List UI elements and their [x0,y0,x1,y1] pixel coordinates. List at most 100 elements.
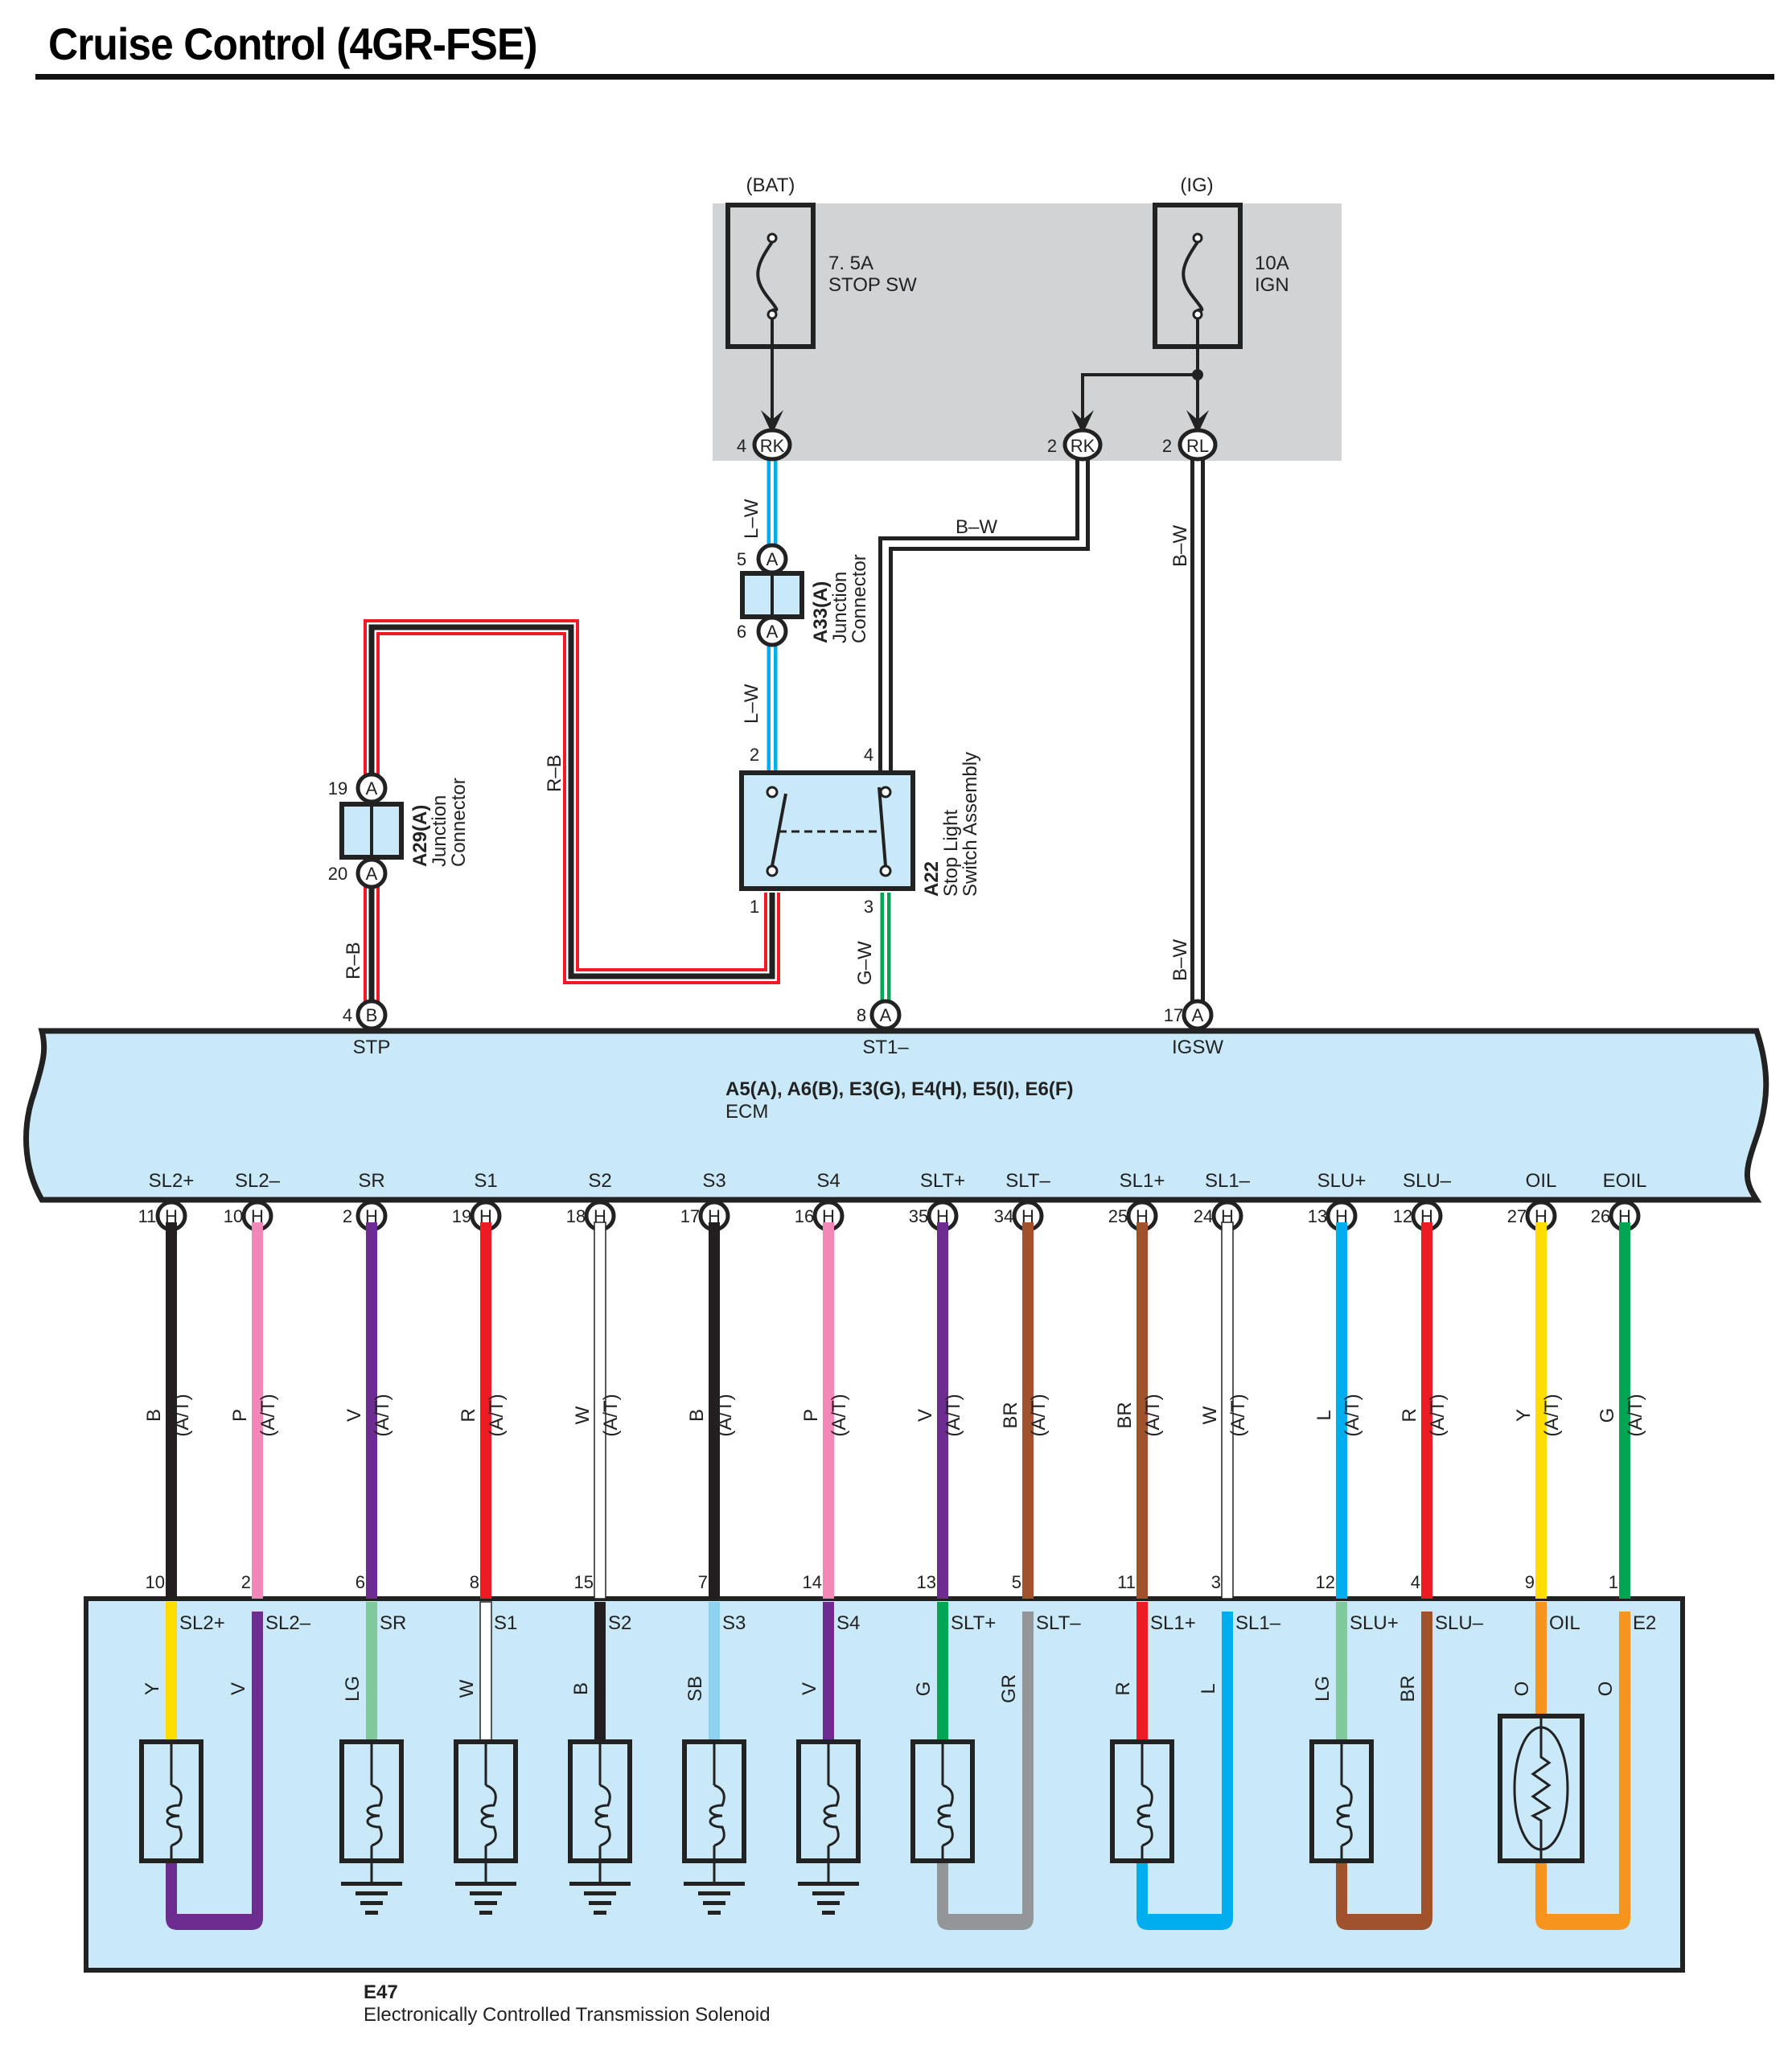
inner-wire-v [823,1602,834,1742]
svg-text:4: 4 [737,436,746,456]
terminal-name: SLU+ [1317,1170,1367,1192]
wire-color-label: BR [1000,1402,1021,1428]
solenoid-coil-icon [1110,1739,1174,1863]
connector-code: B [366,1005,378,1025]
pin-number: 17 [1164,1005,1183,1025]
inner-wire-w [479,1601,492,1743]
fuse-name: STOP SW [828,274,917,296]
connector-code: A [880,1005,892,1025]
solenoid-coil-icon [568,1739,632,1863]
solenoid-pin-number: 1 [1609,1572,1618,1592]
terminal-name: S1 [474,1170,497,1192]
wire-note: (A/T) [257,1394,279,1436]
terminal-name: SL2– [235,1170,281,1192]
solenoid-pin-number: 7 [698,1572,708,1592]
a22-name: Switch Assembly [960,752,981,897]
connector-code: H [594,1206,606,1226]
connector-pin-icon [1182,999,1214,1031]
terminal-name: SL1– [1205,1170,1251,1192]
wire-r-b-loop [364,619,780,984]
splice-point-icon [1192,369,1203,380]
connector-code: H [1335,1206,1348,1226]
a22-name: Stop Light [940,810,962,897]
fuse-box: (BAT) (IG) 7. 5A STOP SW 10A IGN [713,175,1342,461]
solenoid-terminal-name: S3 [722,1612,746,1634]
inner-wire-label: V [799,1682,820,1695]
wire-color-label: L [1313,1410,1335,1420]
solenoid-wires: B(A/T)P(A/T)V(A/T)R(A/T)W(A/T)B(A/T)P(A/… [143,1222,1646,1930]
a29-name: Connector [448,778,470,867]
solenoid-pin-number: 4 [1411,1572,1420,1592]
solenoid-pin-number: 10 [146,1572,165,1592]
wire-label-r-b-loop: R–B [544,754,565,792]
connector-code: H [1136,1206,1149,1226]
fuse-ign: 10A IGN [1153,203,1289,349]
e47-name: Electronically Controlled Transmission S… [364,2004,771,2026]
terminal-name: SLT+ [920,1170,965,1192]
inner-wire-label: SB [684,1676,706,1702]
svg-text:2: 2 [750,745,759,765]
fuse-terminal-icon [767,232,778,244]
pin-number: 35 [909,1206,928,1226]
wire-br: BR(A/T) [1000,1222,1050,1599]
solenoid-pin-number: 2 [241,1572,251,1592]
switch-contact-icon [766,786,779,799]
ecm-bottom-terminals: SL2+H1110SL2–H102SRH26S1H198S2H1815S3H17… [138,1170,1647,1592]
connector-code: H [1021,1206,1034,1226]
inner-wire-lg [366,1602,377,1742]
arrow-down-icon [1186,410,1209,434]
pin-number: 4 [343,1005,352,1025]
wire-color-label: B [686,1409,708,1422]
return-wire-br [1336,1612,1432,1930]
wire-color-label: R [1399,1408,1420,1422]
connector-code: H [936,1206,949,1226]
connector-rk-4: RK 4 [737,428,792,462]
connector-code: H [165,1206,178,1226]
solenoid-terminal-name: SLT– [1036,1612,1081,1634]
connector-rk-2: RK 2 [1047,428,1103,462]
terminal-name: SL2+ [149,1170,195,1192]
e47-id: E47 [364,1981,398,2003]
return-wire-l [1136,1612,1233,1930]
wire-p: P(A/T) [229,1222,279,1599]
wire-note: (A/T) [1342,1394,1363,1436]
connector-code: H [1221,1206,1234,1226]
inner-wire-label: O [1511,1681,1533,1697]
svg-text:4: 4 [864,745,873,765]
wire-v: V(A/T) [343,1222,393,1599]
solenoid-terminal-name: S2 [608,1612,631,1634]
ecm-id: A5(A), A6(B), E3(G), E4(H), E5(I), E6(F) [725,1078,1073,1100]
junction-connector-a29: A 19 A 20 A29(A) Junction Connector [328,772,470,889]
switch-blade-icon [878,786,887,867]
page-title: Cruise Control (4GR-FSE) [48,18,538,69]
solenoid-coil-icon [339,1739,404,1863]
bat-source-label: (BAT) [746,175,795,196]
fuse-terminal-icon [1192,232,1203,244]
terminal-name: ST1– [862,1037,909,1058]
solenoid-pin-number: 15 [574,1572,594,1592]
svg-text:2: 2 [1047,436,1057,456]
pin-number: 34 [994,1206,1013,1226]
a33-name: Connector [849,554,870,643]
connector-code: H [708,1206,721,1226]
inner-wire-g [937,1602,948,1742]
solenoid-pin-number: 11 [1117,1572,1136,1592]
solenoid-pin-number: 14 [803,1572,822,1592]
wire-color-label: W [1199,1406,1221,1424]
wire-note: (A/T) [1227,1394,1249,1436]
a29-id: A29(A) [409,805,431,867]
terminal-name: IGSW [1172,1037,1223,1058]
inner-wire-label: G [913,1681,935,1697]
connector-code: H [365,1206,378,1226]
terminal-name: SLT– [1005,1170,1050,1192]
wire-note: (A/T) [1427,1394,1449,1436]
svg-text:1: 1 [750,897,759,917]
ground-icon [341,1861,402,1915]
